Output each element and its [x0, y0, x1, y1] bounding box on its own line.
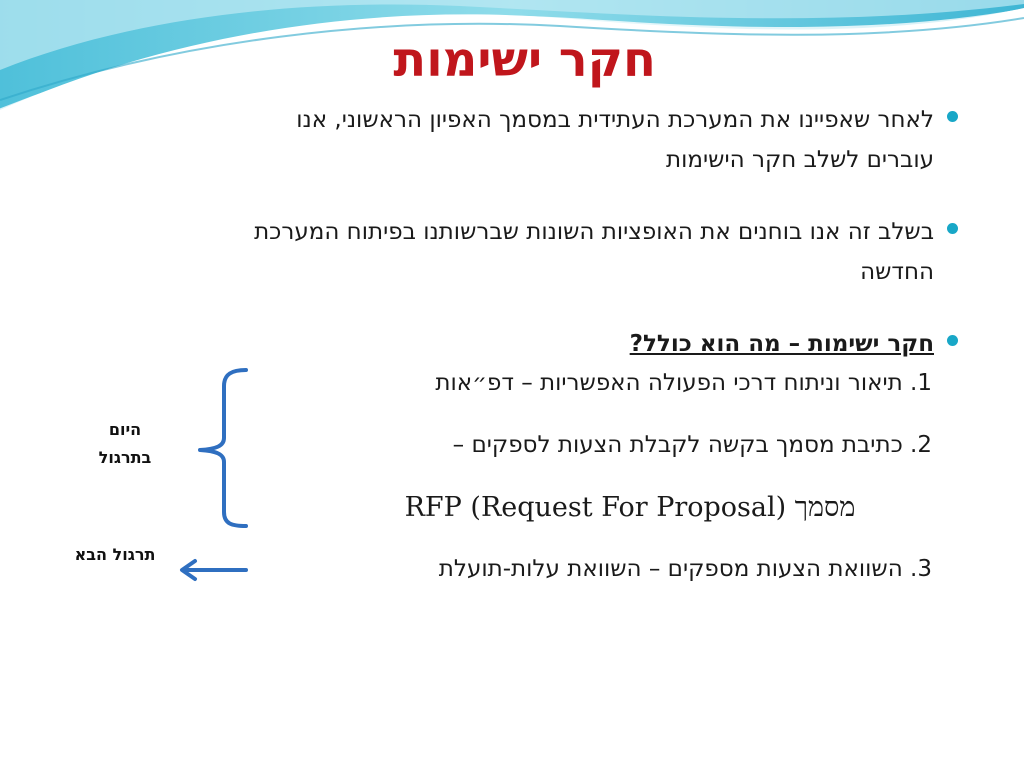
bullet-text-line: בשלב זה אנו בוחנים את האופציות השונות שב…: [254, 219, 934, 245]
top-wave-decoration: [0, 0, 1024, 112]
side-note-today: היום בתרגול: [70, 416, 180, 472]
numbered-item: 3. השוואת הצעות מספקים – השוואת עלות-תוע…: [438, 556, 932, 582]
bullet-item: חקר ישימות – מה הוא כולל?: [54, 324, 958, 364]
arrow-left-icon: [180, 559, 248, 581]
numbered-item: 1. תיאור וניתוח דרכי הפעולה האפשריות – ד…: [435, 370, 932, 396]
bullet-dot-icon: [947, 223, 958, 234]
side-note-today-line: היום: [108, 420, 142, 439]
slide-title: חקר ישימות: [393, 32, 656, 88]
bullet-item: בשלב זה אנו בוחנים את האופציות השונות שב…: [54, 212, 958, 292]
side-note-next: תרגול הבא: [74, 545, 156, 564]
bullet-list: לאחר שאפיינו את המערכת העתידית במסמך האפ…: [54, 100, 958, 396]
bullet-heading: חקר ישימות – מה הוא כולל?: [629, 331, 934, 357]
numbered-item: 2. כתיבת מסמך בקשה לקבלת הצעות לספקים –: [452, 432, 932, 458]
bullet-text-line: לאחר שאפיינו את המערכת העתידית במסמך האפ…: [296, 107, 934, 133]
bullet-text-line: עוברים לשלב חקר הישימות: [666, 147, 934, 173]
bullet-text-line: החדשה: [860, 259, 934, 285]
side-note-today-line: בתרגול: [98, 448, 152, 467]
bullet-item: לאחר שאפיינו את המערכת העתידית במסמך האפ…: [54, 100, 958, 180]
rfp-line: מסמך RFP (Request For Proposal): [404, 492, 856, 523]
bullet-dot-icon: [947, 111, 958, 122]
bullet-dot-icon: [947, 335, 958, 346]
